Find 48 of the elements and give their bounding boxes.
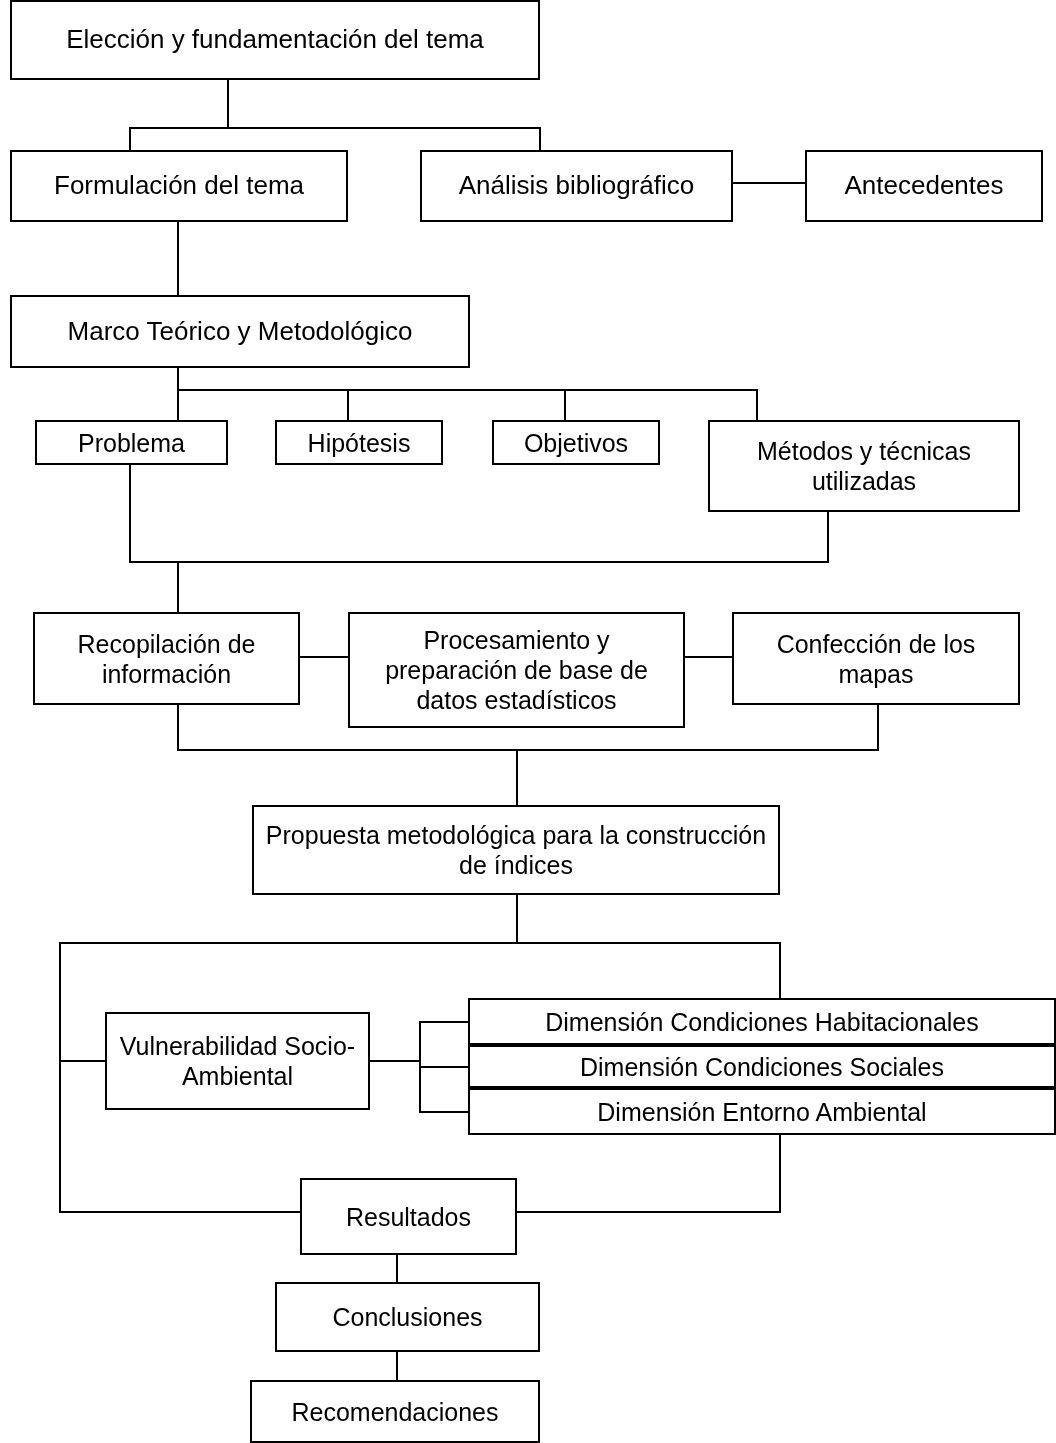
connector-line	[177, 221, 179, 296]
process-box	[275, 420, 443, 465]
process-box	[252, 805, 780, 895]
box-label: Conclusiones	[332, 1302, 483, 1332]
connector-line	[732, 182, 806, 184]
process-box	[468, 1088, 1056, 1135]
box-label: Elección y fundamentación del tema	[66, 24, 484, 56]
process-box	[420, 150, 733, 222]
process-box	[468, 998, 1056, 1045]
connector-line	[299, 656, 349, 658]
box-label: Métodos y técnicas utilizadas	[756, 436, 972, 496]
connector-line	[516, 1134, 781, 1213]
box-label: Formulación del tema	[54, 170, 304, 202]
process-box	[468, 1045, 1056, 1088]
box-label: Dimensión Entorno Ambiental	[597, 1096, 927, 1127]
process-box	[105, 1012, 370, 1110]
process-box	[348, 612, 685, 728]
box-label: Dimensión Condiciones Sociales	[579, 1051, 945, 1082]
box-label: Recomendaciones	[291, 1396, 499, 1427]
box-label: Antecedentes	[844, 170, 1004, 202]
box-label: Dimensión Condiciones Habitacionales	[545, 1006, 979, 1037]
box-label: Procesamiento y preparación de base de datos estadísticos	[384, 625, 649, 715]
box-label: Vulnerabilidad Socio-Ambiental	[118, 1031, 357, 1091]
box-label: Objetivos	[523, 427, 629, 458]
box-label: Propuesta metodológica para la construcción de índices	[264, 820, 768, 880]
process-box	[732, 612, 1020, 705]
box-label: Problema	[78, 427, 185, 458]
box-label: Marco Teórico y Metodológico	[67, 315, 413, 348]
box-label: Hipótesis	[307, 427, 411, 458]
process-box	[805, 150, 1043, 222]
box-label: Resultados	[345, 1201, 472, 1232]
process-box	[10, 295, 470, 368]
connector-line	[684, 656, 733, 658]
process-box	[250, 1380, 540, 1443]
box-label: Análisis bibliográfico	[458, 170, 695, 202]
process-box	[300, 1178, 517, 1255]
box-label: Confección de los mapas	[775, 628, 977, 689]
process-box	[10, 0, 540, 80]
connector-line	[396, 1351, 398, 1381]
process-box	[10, 150, 348, 222]
connector-line	[396, 1254, 398, 1283]
connector-line	[369, 1060, 469, 1113]
process-box	[708, 420, 1020, 512]
box-label: Recopilación de información	[76, 628, 257, 689]
process-box	[275, 1282, 540, 1352]
process-box	[492, 420, 660, 465]
process-box	[33, 612, 300, 705]
process-box	[35, 420, 228, 465]
